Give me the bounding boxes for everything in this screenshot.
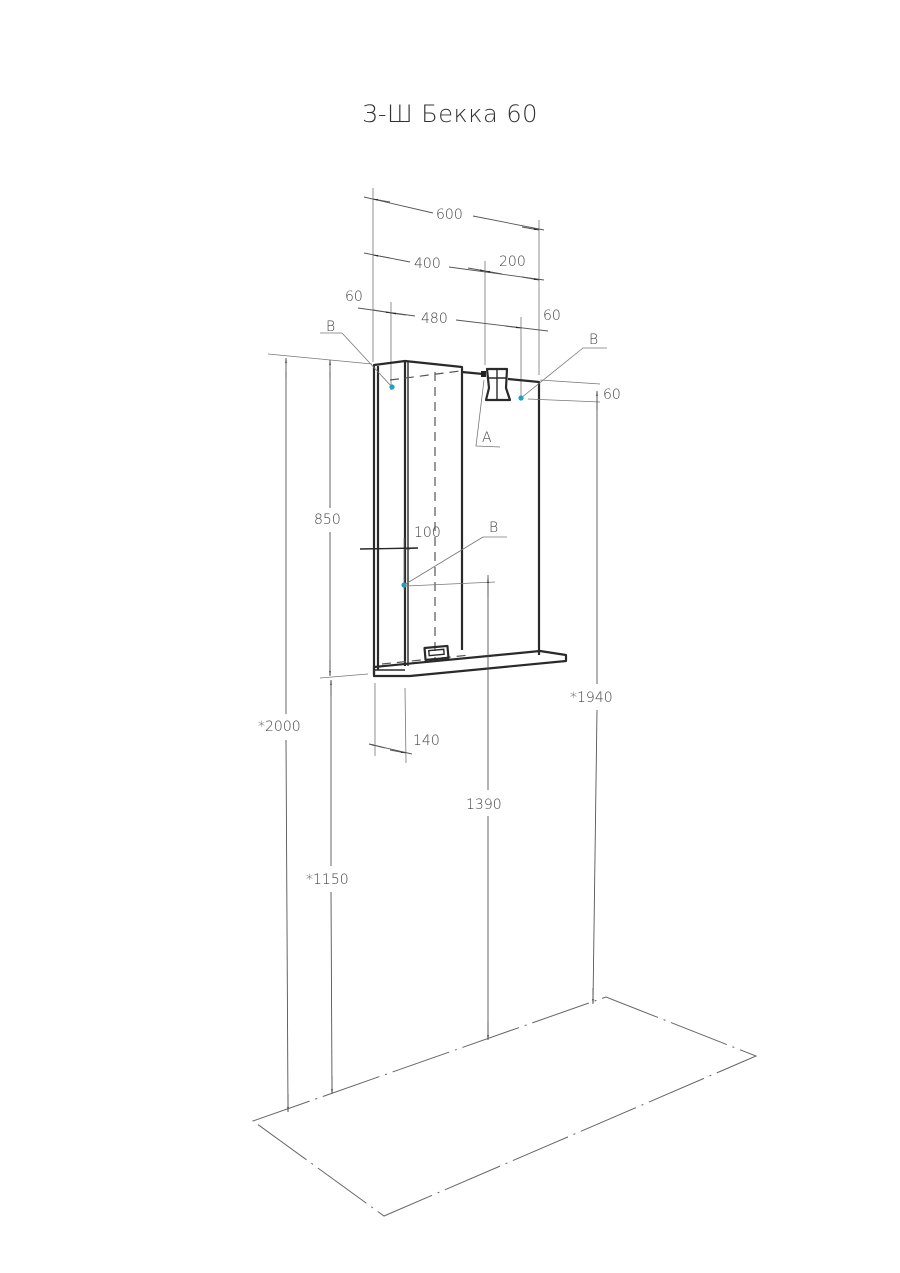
dim-60-left-label: 60 (345, 289, 363, 305)
dimension-140: 140 (368, 683, 440, 764)
dim-200-label: 200 (499, 254, 526, 270)
label-b-3: B (489, 520, 498, 536)
mirror-cabinet (372, 359, 568, 678)
dimension-850: 850 (314, 360, 341, 676)
label-a: A (482, 430, 492, 446)
dim-1150-label: *1150 (306, 872, 349, 888)
mount-point-b-top-left: B (320, 319, 395, 390)
dim-600-label: 600 (436, 207, 463, 223)
bottom-reference-line (319, 673, 369, 679)
dim-2000-label: *2000 (258, 719, 301, 735)
dim-60-vert-label: 60 (603, 387, 621, 403)
dimension-480: 60 480 60 (345, 289, 561, 398)
dimension-2000: *2000 (258, 358, 301, 1112)
mount-point-b-top-right: B (518, 332, 607, 401)
dim-400-label: 400 (414, 256, 441, 272)
dimension-60-vertical: 60 (527, 379, 621, 403)
dimension-400-200: 400 200 (363, 252, 545, 365)
lamp-icon: A (475, 367, 512, 448)
dimension-100: 100 (359, 525, 441, 590)
dim-480-label: 480 (421, 311, 448, 327)
dimension-1390: 1390 (466, 575, 502, 1040)
dimension-1150: *1150 (306, 680, 349, 1094)
label-b-2: B (589, 332, 598, 348)
top-reference-line (267, 353, 373, 365)
floor-plane (251, 996, 758, 1217)
dimension-600: 600 (363, 188, 545, 375)
handle-icon (423, 644, 450, 662)
dim-140-label: 140 (413, 733, 440, 749)
dim-850-label: 850 (314, 512, 341, 528)
dim-1390-label: 1390 (466, 797, 502, 813)
dim-60-right-label: 60 (543, 308, 561, 324)
dim-100-label: 100 (414, 525, 441, 541)
drawing-title: З-Ш Бекка 60 (362, 100, 538, 128)
dim-1940-label: *1940 (570, 690, 613, 706)
dimension-1940: *1940 (570, 391, 613, 1004)
label-b-1: B (326, 319, 335, 335)
